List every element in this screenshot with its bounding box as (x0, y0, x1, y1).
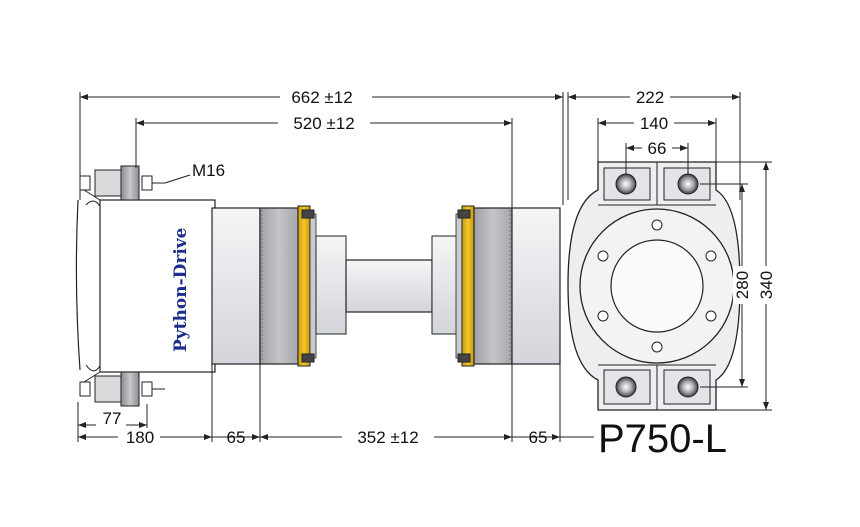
dim-flange-span: 520 ±12 (293, 114, 354, 133)
corner-bolts (603, 167, 711, 405)
dim-shaft-length: 352 ±12 (357, 428, 418, 447)
model-label: P750-L (598, 417, 727, 461)
dim-foot-offset: 77 (103, 409, 122, 428)
left-bracket (75, 165, 216, 407)
dim-bolt-span-inner: 66 (648, 139, 667, 158)
hex-bolt-icon (79, 175, 165, 397)
right-hub (431, 205, 561, 367)
dimension-arrows (78, 94, 769, 440)
center-shaft (345, 259, 433, 313)
dim-hub-right: 65 (529, 428, 548, 447)
dim-bolt-height-outer: 340 (757, 271, 776, 299)
dim-bolt-span-outer: 140 (640, 114, 668, 133)
dim-overall-length: 662 ±12 (291, 88, 352, 107)
flange-holes (597, 219, 717, 353)
end-view (567, 161, 741, 411)
dim-end-width: 222 (636, 88, 664, 107)
dim-bracket-length: 180 (126, 428, 154, 447)
dimension-labels: 662 ±12 520 ±12 M16 77 180 65 352 ±12 65… (96, 86, 776, 447)
left-hub (211, 205, 347, 367)
dim-bolt-height-inner: 280 (733, 271, 752, 299)
dim-hub-left: 65 (227, 428, 246, 447)
python-drive-logo: Python-Drive (171, 227, 191, 352)
dim-bolt-label: M16 (192, 161, 225, 180)
